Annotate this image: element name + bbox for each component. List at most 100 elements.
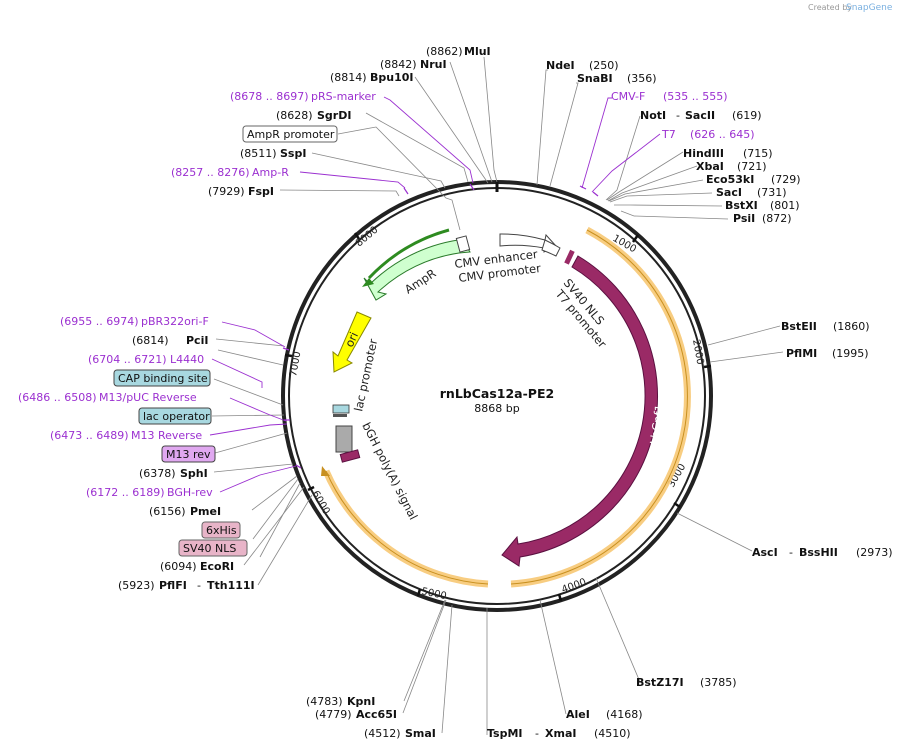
prs-marker-label: pRS-marker [311, 90, 376, 103]
saci-label: SacI [716, 186, 742, 199]
pflmi-pos: (1995) [832, 347, 869, 360]
t7-label: T7 [661, 128, 676, 141]
amp-r-label: Amp-R [252, 166, 289, 179]
plasmid-size: 8868 bp [474, 402, 519, 415]
primer-marks-right [579, 185, 599, 197]
snabi-label: SnaBI [577, 72, 613, 85]
bgh-highlight-head [321, 466, 330, 476]
alei-pos: (4168) [606, 708, 643, 721]
xmai-label: XmaI [545, 727, 576, 740]
mlui-pos: (8862) [426, 45, 463, 58]
bsshii-label: BssHII [799, 546, 838, 559]
sv40-nls-tag [178, 539, 248, 557]
pflfi-label: PflFI [159, 579, 187, 592]
bstxi-label: BstXI [725, 199, 758, 212]
kpni-label: KpnI [347, 695, 375, 708]
smai-label: SmaI [405, 727, 436, 740]
lac-operator-label: lac operator [143, 410, 210, 423]
bstxi-pos: (801) [770, 199, 800, 212]
sgrdi-pos: (8628) [276, 109, 313, 122]
lac-promoter-label: lac promoter [351, 337, 380, 412]
bgh-rev-label: BGH-rev [167, 486, 213, 499]
snapgene-brand: SnapGene [846, 3, 893, 13]
tspmi-label: TspMI [487, 727, 523, 740]
bpu10i-label: Bpu10I [370, 71, 414, 84]
eco53ki-label: Eco53kI [706, 173, 754, 186]
bsteii-label: BstEII [781, 320, 817, 333]
ampr-promoter-box [455, 235, 471, 253]
nrui-pos: (8842) [380, 58, 417, 71]
tick-marks [284, 232, 712, 602]
cap-binding-site-label: CAP binding site [118, 372, 208, 385]
asci-label: AscI [752, 546, 778, 559]
lbcpf1-highlight-line [510, 229, 688, 585]
pbr322ori-f-pos: (6955 .. 6974) [60, 315, 139, 328]
xbai-pos: (721) [737, 160, 767, 173]
t7-pos: (626 .. 645) [690, 128, 755, 141]
primer-leaders-left [209, 96, 474, 493]
asci-pos: (2973) [856, 546, 893, 559]
amp-r-pos: (8257 .. 8276) [171, 166, 250, 179]
bstz17i-label: BstZ17I [636, 676, 684, 689]
leader-lines-left [211, 61, 493, 734]
psii-pos: (872) [762, 212, 792, 225]
l4440-pos: (6704 .. 6721) [88, 353, 167, 366]
his-tag [201, 521, 241, 539]
acc65i-label: Acc65I [356, 708, 397, 721]
lbcpf1-label: LbCpf1 [647, 403, 666, 445]
smai-pos: (4512) [364, 727, 401, 740]
alei-label: AleI [566, 708, 590, 721]
l4440-label: L4440 [170, 353, 204, 366]
bgh-box [335, 425, 353, 453]
bgh-label: bGH poly(A) signal [359, 420, 420, 522]
fspi-label: FspI [248, 185, 274, 198]
pmei-label: PmeI [190, 505, 221, 518]
bgh-rev-pos: (6172 .. 6189) [86, 486, 165, 499]
sv40-nls-tag-label: SV40 NLS [183, 542, 236, 555]
noti-label: NotI [640, 109, 666, 122]
bstz17i-pos: (3785) [700, 676, 737, 689]
sspi-label: SspI [280, 147, 306, 160]
sgrdi-label: SgrDI [317, 109, 351, 122]
primer-marks-left [282, 183, 475, 469]
fspi-pos: (7929) [208, 185, 245, 198]
ampr-arrow [363, 237, 471, 301]
pcii-label: PciI [186, 334, 208, 347]
ampr-highlight [367, 228, 450, 280]
bpu10i-pos: (8814) [330, 71, 367, 84]
ecori-label: EcoRI [200, 560, 234, 573]
ampr-promoter-tag [242, 125, 338, 143]
ndei-label: NdeI [546, 59, 575, 72]
pflfi-sep: - [197, 579, 201, 592]
m13-rev-label: M13 rev [166, 448, 211, 461]
sv40-nls-mark [564, 249, 575, 265]
leader-lines-right [483, 56, 784, 735]
hindiii-pos: (715) [743, 147, 773, 160]
primer-leaders-right [581, 97, 661, 193]
nrui-label: NruI [420, 58, 447, 71]
ndei-pos: (250) [589, 59, 619, 72]
cap-binding-site-tag [113, 369, 211, 387]
snabi-pos: (356) [627, 72, 657, 85]
m13-puc-reverse-label: M13/pUC Reverse [99, 391, 197, 404]
pbr322ori-f-label: pBR322ori-F [141, 315, 209, 328]
bgh-highlight-line [325, 470, 489, 585]
his-sv40-box [339, 449, 361, 463]
tspmi-pos: (4510) [594, 727, 631, 740]
noti-pos: (619) [732, 109, 762, 122]
m13-puc-reverse-pos: (6486 .. 6508) [18, 391, 97, 404]
his-tag-label: 6xHis [206, 524, 237, 537]
m13-rev-tag [161, 445, 216, 463]
credit-text: Created by [808, 3, 852, 12]
ori-label: ori [342, 330, 361, 349]
m13-reverse-pos: (6473 .. 6489) [50, 429, 129, 442]
saci-pos: (731) [757, 186, 787, 199]
tick-5000: 5000 [420, 586, 447, 602]
pflfi-pos: (5923) [118, 579, 155, 592]
cmv-f-pos: (535 .. 555) [663, 90, 728, 103]
psii-label: PsiI [733, 212, 755, 225]
sspi-pos: (8511) [240, 147, 277, 160]
pflmi-label: PflMI [786, 347, 817, 360]
kpni-pos: (4783) [306, 695, 343, 708]
